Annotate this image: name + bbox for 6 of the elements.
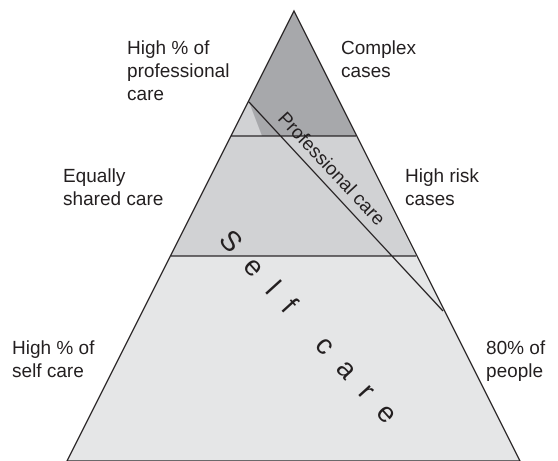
side-label: High % of professional care	[127, 37, 230, 106]
side-label: Equally shared care	[63, 165, 164, 211]
side-label: 80% of people	[486, 337, 546, 383]
side-label: High risk cases	[405, 165, 480, 211]
side-label: High % of self care	[12, 337, 96, 383]
side-label: Complex cases	[341, 37, 417, 83]
